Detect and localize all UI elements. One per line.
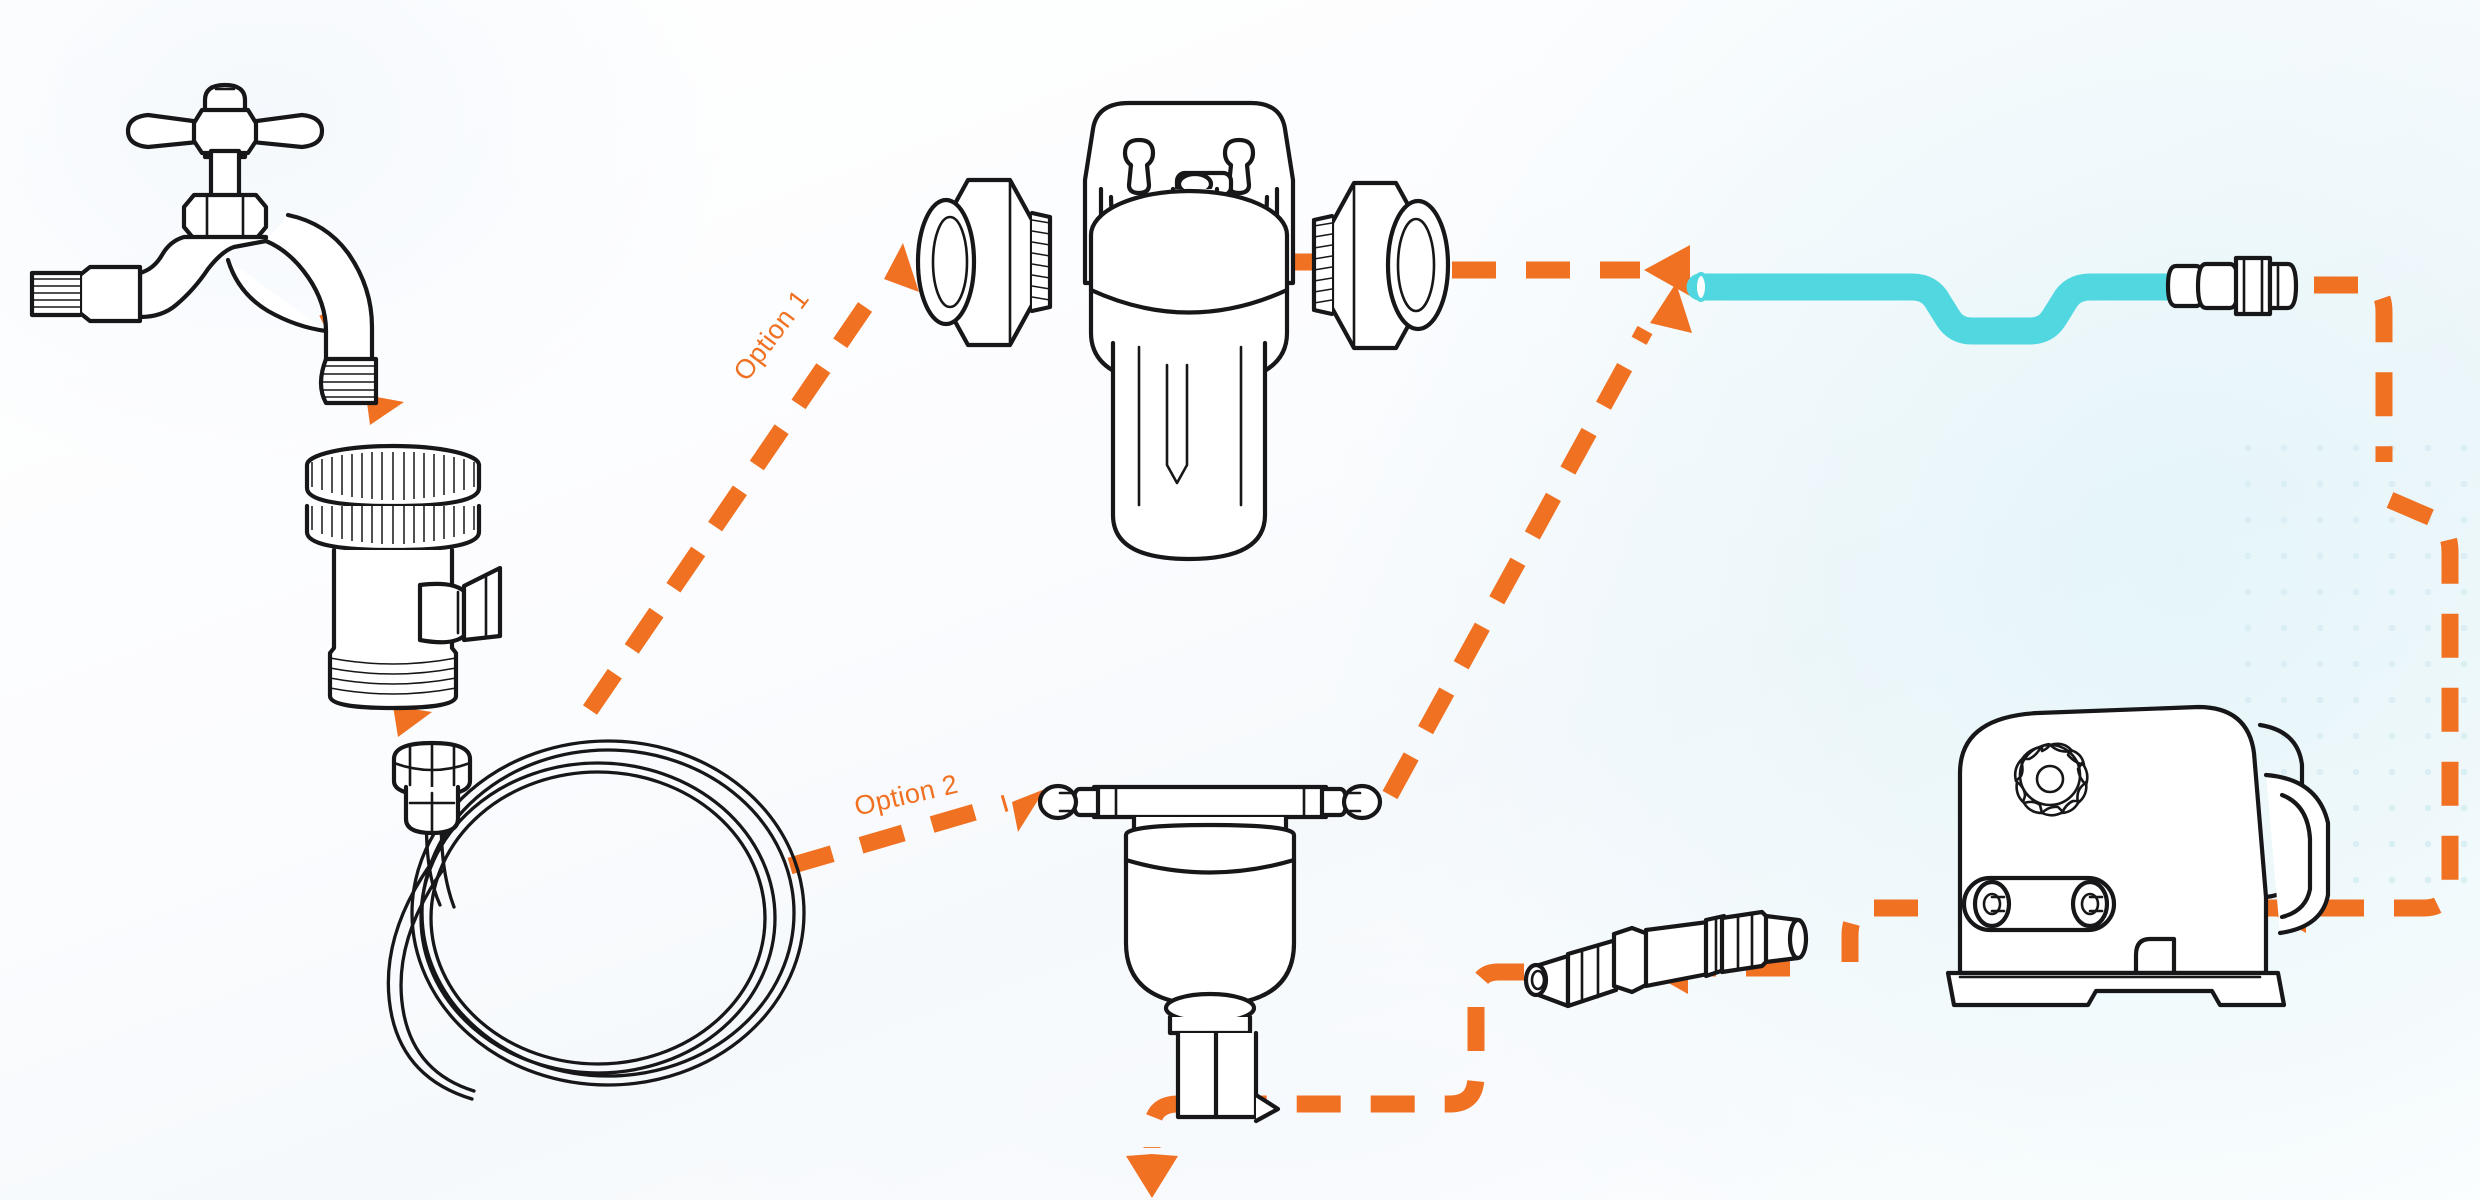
inline-filter-illustration: [1037, 783, 1383, 1124]
arrow-inline-to-hose: [1382, 283, 1692, 800]
arrow-coupler-outlet: [1126, 963, 1524, 1198]
hose-end-connector-illustration: [2165, 255, 2299, 317]
coiled-hose-illustration: [386, 739, 806, 1101]
quick-connect-coupler-illustration: [1523, 909, 1809, 1009]
hex-nut-outlet-illustration: [1311, 180, 1451, 351]
cyan-supply-hose: [1686, 272, 2196, 345]
arrow-filterline-to-hose: [1452, 245, 1690, 296]
hex-nut-inlet-illustration: [915, 177, 1053, 348]
fan-vent-icon: [2013, 742, 2089, 817]
arrow-option-1: [582, 243, 919, 715]
arrow-option-2: [787, 789, 1045, 875]
faucet-illustration: [29, 82, 379, 406]
filter-housing-illustration: [1082, 100, 1296, 562]
shutoff-valve-illustration: [304, 443, 503, 711]
machine-unit-illustration: [1945, 704, 2331, 1008]
